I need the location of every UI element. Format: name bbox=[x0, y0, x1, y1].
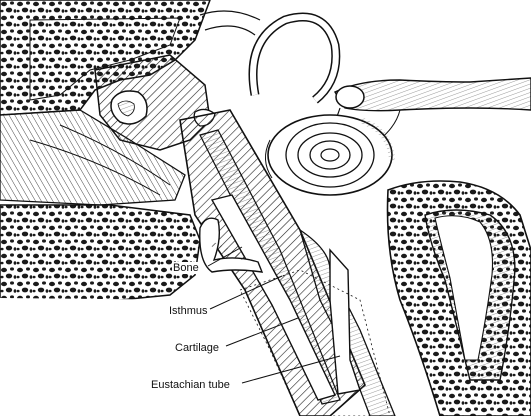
label-isthmus: Isthmus bbox=[168, 305, 209, 317]
label-cartilage: Cartilage bbox=[174, 342, 220, 354]
lower-temporal-bone bbox=[0, 205, 200, 302]
label-eustachian-tube: Eustachian tube bbox=[150, 379, 231, 391]
cochlea bbox=[265, 115, 392, 195]
label-bone: Bone bbox=[172, 262, 200, 274]
auditory-nerve bbox=[335, 78, 531, 111]
